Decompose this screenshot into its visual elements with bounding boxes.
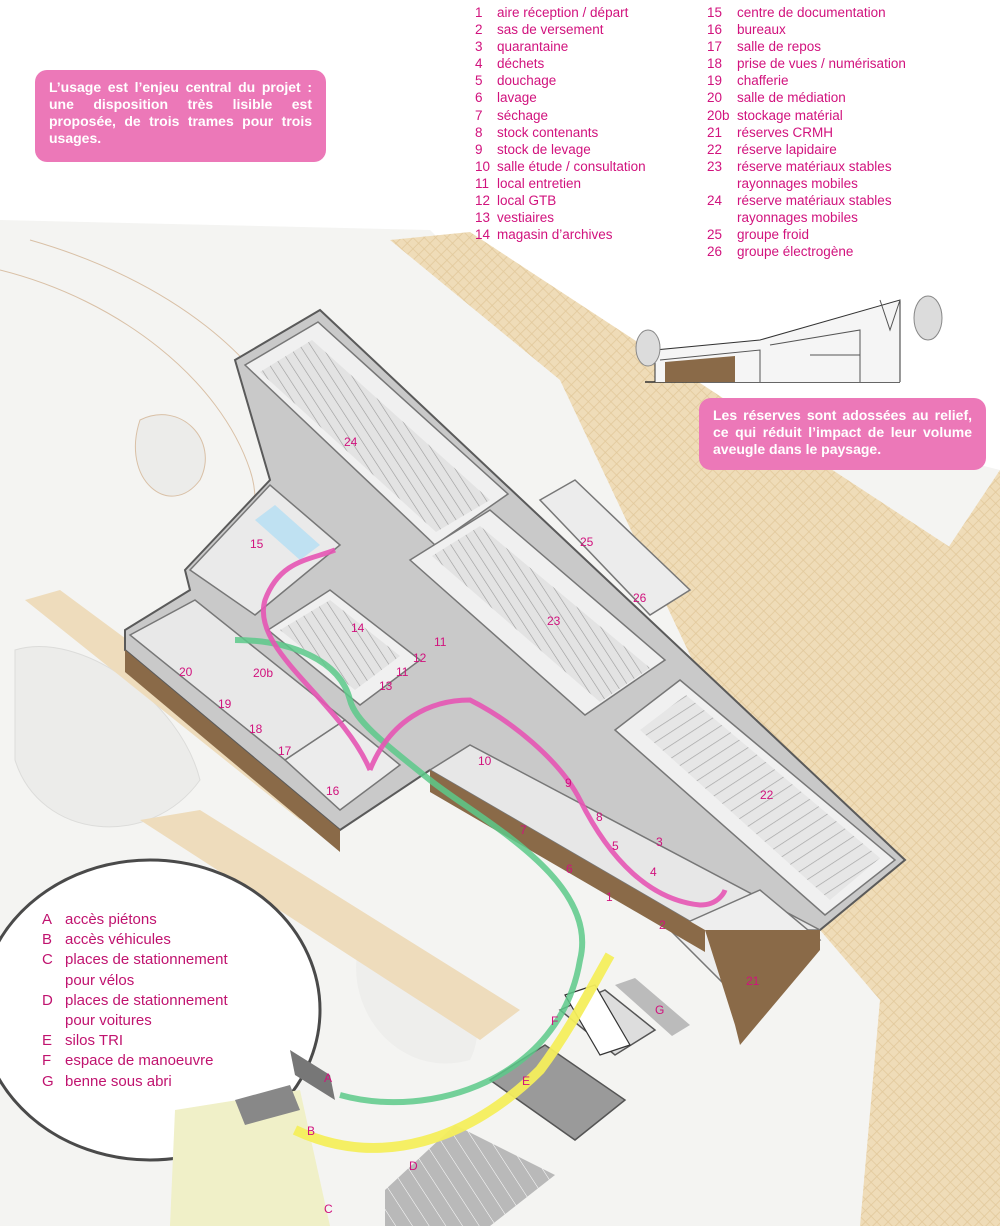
room-label-25: 25 bbox=[580, 535, 594, 549]
room-label-4: 4 bbox=[650, 865, 657, 879]
room-label-21: 21 bbox=[746, 974, 760, 988]
room-label-23: 23 bbox=[547, 614, 561, 628]
callout-usage: L’usage est l’enjeu central du projet : … bbox=[35, 70, 326, 162]
room-label-22: 22 bbox=[760, 788, 774, 802]
legend-item: rayonnages mobiles bbox=[737, 210, 858, 226]
room-labels: 1 2 3 4 5 6 7 8 9 10 11 11 12 13 14 15 1… bbox=[179, 435, 774, 1216]
room-label-3: 3 bbox=[656, 835, 663, 849]
room-label-20: 20 bbox=[179, 665, 193, 679]
access-label-e: E bbox=[522, 1074, 530, 1088]
room-label-1: 1 bbox=[606, 890, 613, 904]
room-label-6: 6 bbox=[566, 862, 573, 876]
access-label-b: B bbox=[307, 1124, 315, 1138]
room-label-19: 19 bbox=[218, 697, 232, 711]
pedestrian-path bbox=[234, 637, 586, 1106]
access-label-c: C bbox=[324, 1202, 333, 1216]
room-label-5: 5 bbox=[612, 839, 619, 853]
vehicle-path bbox=[292, 952, 615, 1153]
access-label-a: A bbox=[324, 1071, 332, 1085]
room-label-24: 24 bbox=[344, 435, 358, 449]
legend-item: pour voitures bbox=[65, 1012, 152, 1030]
room-label-10: 10 bbox=[478, 754, 492, 768]
room-label-7: 7 bbox=[520, 823, 527, 837]
room-label-17: 17 bbox=[278, 744, 292, 758]
access-label-g: G bbox=[655, 1003, 664, 1017]
room-label-8: 8 bbox=[596, 810, 603, 824]
room-label-2: 2 bbox=[659, 918, 666, 932]
room-label-15: 15 bbox=[250, 537, 264, 551]
room-label-13: 13 bbox=[379, 679, 393, 693]
room-label-11b: 11 bbox=[396, 665, 409, 679]
legend-item: rayonnages mobiles bbox=[737, 175, 858, 191]
room-label-12: 12 bbox=[413, 651, 427, 665]
room-label-18: 18 bbox=[249, 722, 263, 736]
legend-item: pour vélos bbox=[65, 971, 135, 989]
section-diagram bbox=[635, 295, 943, 383]
roundabout bbox=[0, 858, 330, 1226]
circulation-paths bbox=[234, 547, 728, 1153]
callout-reserves: Les réserves sont adossées au relief, ce… bbox=[699, 398, 986, 470]
access-label-f: F bbox=[551, 1014, 558, 1028]
room-label-14: 14 bbox=[351, 621, 365, 635]
room-label-20b: 20b bbox=[253, 666, 273, 680]
collection-path bbox=[260, 547, 728, 908]
room-label-16: 16 bbox=[326, 784, 340, 798]
room-label-26: 26 bbox=[633, 591, 647, 605]
room-label-11a: 11 bbox=[434, 635, 447, 649]
building bbox=[124, 308, 907, 1045]
room-label-9: 9 bbox=[565, 776, 572, 790]
access-label-d: D bbox=[409, 1159, 418, 1173]
